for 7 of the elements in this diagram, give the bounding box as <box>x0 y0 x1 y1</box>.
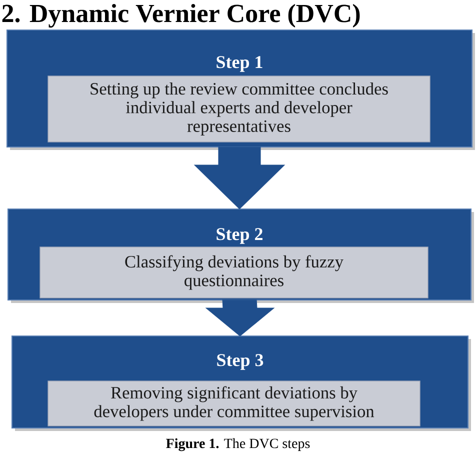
text-box: Setting up the review committee concludes individual experts and developer representatives <box>48 76 430 142</box>
block-arrow <box>194 146 286 210</box>
heading: 2. Dynamic Vernier Core (DVC) <box>2 4 360 28</box>
text-box: Removing significant deviations by developers under committee supervision <box>48 380 420 426</box>
caption: Figure 1. The DVC steps <box>166 438 310 452</box>
text-box: Classifying deviations by fuzzy questionnaires <box>40 246 428 298</box>
block-arrow <box>205 300 275 336</box>
